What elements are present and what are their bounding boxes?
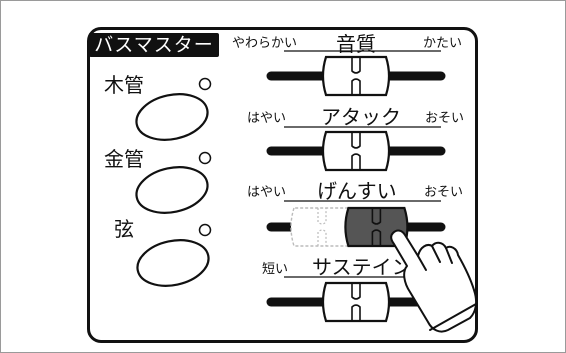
slider-1-knob[interactable] [321, 55, 391, 97]
slider-4-knob[interactable] [321, 281, 391, 323]
pointing-hand-icon [390, 229, 478, 333]
slider-3-title: げんすい [317, 179, 397, 203]
slider-1-left-label: やわらかい [232, 36, 298, 51]
instrument-label-woodwind: 木管 [104, 73, 144, 97]
slider-2-title: アタック [321, 105, 401, 129]
slider-2-knob[interactable] [321, 130, 391, 172]
woodwind-button[interactable] [132, 88, 212, 146]
slider-3-left-label: はやい [247, 185, 287, 200]
slider-2-left-label: はやい [247, 111, 287, 126]
slider-1-right-label: かたい [423, 36, 463, 51]
slider-3-right-label: おそい [424, 185, 464, 200]
brass-indicator-light [198, 151, 212, 165]
woodwind-indicator-light [198, 77, 212, 91]
panel-title: バスマスター [89, 33, 219, 57]
instrument-label-strings: 弦 [114, 217, 134, 241]
strings-button[interactable] [133, 234, 213, 292]
strings-indicator-light [198, 223, 212, 237]
instrument-label-brass: 金管 [104, 147, 144, 171]
slider-2-right-label: おそい [425, 111, 465, 126]
brass-button[interactable] [132, 161, 212, 219]
slider-4-left-label: 短い [262, 262, 289, 277]
slider-1-title: 音質 [336, 32, 376, 56]
slider-4-title: サステイン [312, 255, 412, 279]
slider-3-previous-knob [290, 207, 354, 247]
